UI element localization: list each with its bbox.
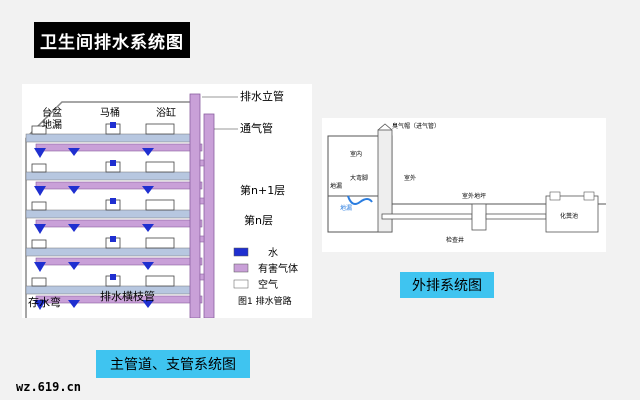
label-vent-cap: 臭气帽（进气管） — [392, 122, 440, 130]
caption-main-branch-system: 主管道、支管系统图 — [96, 350, 250, 378]
caption-external-system: 外排系统图 — [400, 272, 494, 298]
septic-tank — [545, 195, 599, 233]
label-trap: 存水弯 — [28, 295, 61, 309]
trap-bend — [347, 195, 373, 205]
watermark: wz.619.cn — [16, 380, 82, 394]
label-floor-n: 第n层 — [244, 213, 273, 227]
fixtures — [31, 122, 175, 310]
external-drainage-diagram: 臭气帽（进气管） 室内 室外 地漏 大弯脚 地漏 室外地坪 检查井 化粪池 — [322, 118, 606, 252]
legend-swatch-air — [233, 279, 249, 289]
drainage-pipe-diagram: 台盆 地漏 马桶 浴缸 排水立管 通气管 第n+1层 第n层 存水弯 排水横枝管… — [22, 84, 312, 319]
figure-caption: 图1 排水管路 — [238, 295, 292, 307]
label-indoor: 室内 — [350, 150, 362, 158]
drain-stack — [189, 93, 201, 319]
label-blue-tag: 地漏 — [340, 204, 352, 212]
vent-pipe — [203, 113, 215, 319]
drainage-pipe-svg: 台盆 地漏 马桶 浴缸 排水立管 通气管 第n+1层 第n层 存水弯 排水横枝管… — [25, 89, 298, 319]
branch-pipes — [35, 143, 203, 304]
label-toilet: 马桶 — [100, 106, 120, 119]
label-outdoor: 室外 — [404, 174, 416, 182]
label-outdoor-ground: 室外地坪 — [462, 192, 486, 200]
label-stack: 排水立管 — [240, 89, 284, 103]
vent-connectors — [199, 159, 205, 281]
outlet-pipe — [381, 213, 473, 220]
floor-slabs — [25, 133, 197, 295]
legend-swatch-water — [233, 247, 249, 257]
label-bathtub: 浴缸 — [156, 106, 176, 119]
legend-swatch-gas — [233, 263, 249, 273]
label-vent: 通气管 — [240, 121, 273, 135]
label-basin: 台盆 — [42, 106, 62, 119]
label-branch: 排水横枝管 — [100, 289, 155, 303]
label-floor-n1: 第n+1层 — [240, 183, 285, 197]
legend-label-gas: 有害气体 — [258, 262, 298, 275]
legend: 水 有害气体 空气 图1 排水管路 — [233, 247, 298, 307]
legend-label-air: 空气 — [258, 278, 278, 291]
connector-pipe — [485, 213, 547, 220]
page-title: 卫生间排水系统图 — [34, 22, 190, 58]
label-floor-drain: 地漏 — [330, 182, 342, 190]
inspection-well — [471, 203, 487, 231]
legend-label-water: 水 — [268, 247, 278, 259]
vent-stack — [377, 129, 393, 233]
external-drainage-svg: 臭气帽（进气管） 室内 室外 地漏 大弯脚 地漏 室外地坪 检查井 化粪池 — [327, 122, 606, 244]
label-septic-tank: 化粪池 — [560, 212, 578, 220]
label-big-trap: 大弯脚 — [350, 174, 368, 182]
label-floor-drain: 地漏 — [42, 118, 62, 131]
label-inspection-well: 检查井 — [446, 236, 464, 244]
